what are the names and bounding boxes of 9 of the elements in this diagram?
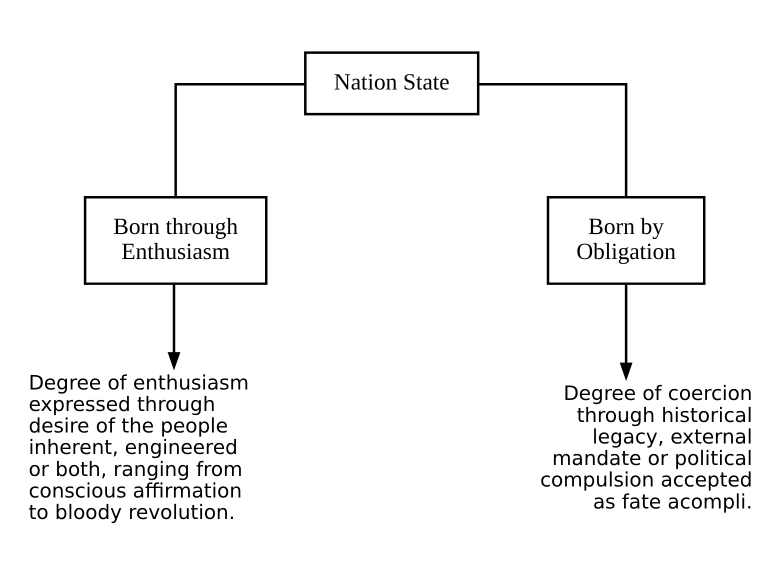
node-box: Nation State: [304, 50, 480, 115]
node-text: Degree of enthusiasm expressed through desire of the people inherent, engineered or both, ranging from conscious affirmation to bloody revolution.: [28, 370, 249, 524]
node-box: Born by Obligation: [546, 196, 706, 284]
arrow: [620, 283, 633, 380]
connector: [478, 82, 628, 196]
arrow: [168, 283, 180, 370]
node-box: Born through Enthusiasm: [84, 196, 268, 284]
node-text: Degree of coercion through historical legacy, external mandate or political compulsion accepted as fate acompli.: [540, 380, 752, 513]
connector: [174, 82, 306, 196]
